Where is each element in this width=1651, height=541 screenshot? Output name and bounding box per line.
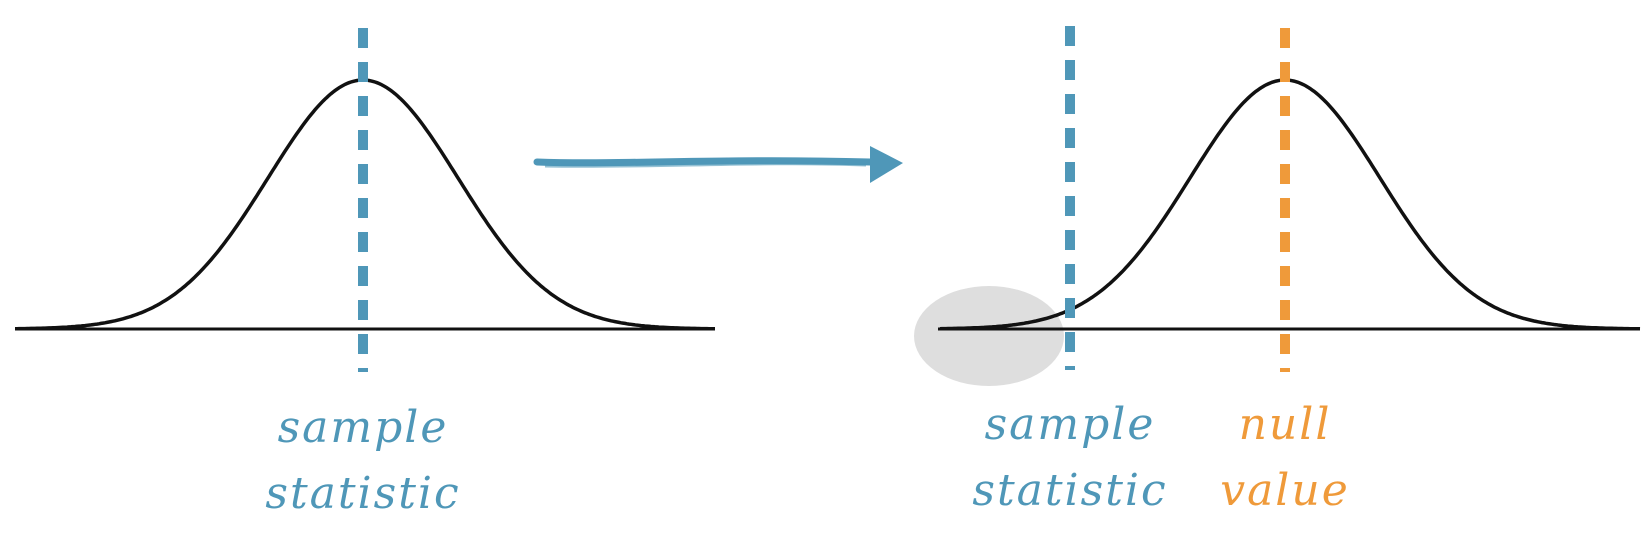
- right-panel: [914, 26, 1641, 386]
- right-sample-statistic-label: sample statistic: [940, 392, 1200, 524]
- left-label-line2: statistic: [265, 468, 461, 519]
- arrow-shaft: [533, 157, 874, 167]
- right-arrow-icon: [533, 146, 903, 183]
- null-value-label: null value: [1155, 392, 1415, 524]
- tail-area-highlight: [914, 286, 1064, 386]
- arrow-shaft-texture: [544, 162, 867, 168]
- left-panel: [15, 28, 715, 372]
- right-sample-label-line2: statistic: [972, 465, 1168, 516]
- left-label-line1: sample: [277, 402, 449, 453]
- right-sample-label-line1: sample: [984, 399, 1156, 450]
- null-label-line1: null: [1238, 399, 1332, 450]
- null-label-line2: value: [1220, 465, 1350, 516]
- left-sample-statistic-label: sample statistic: [233, 395, 493, 527]
- arrow-head: [870, 146, 903, 183]
